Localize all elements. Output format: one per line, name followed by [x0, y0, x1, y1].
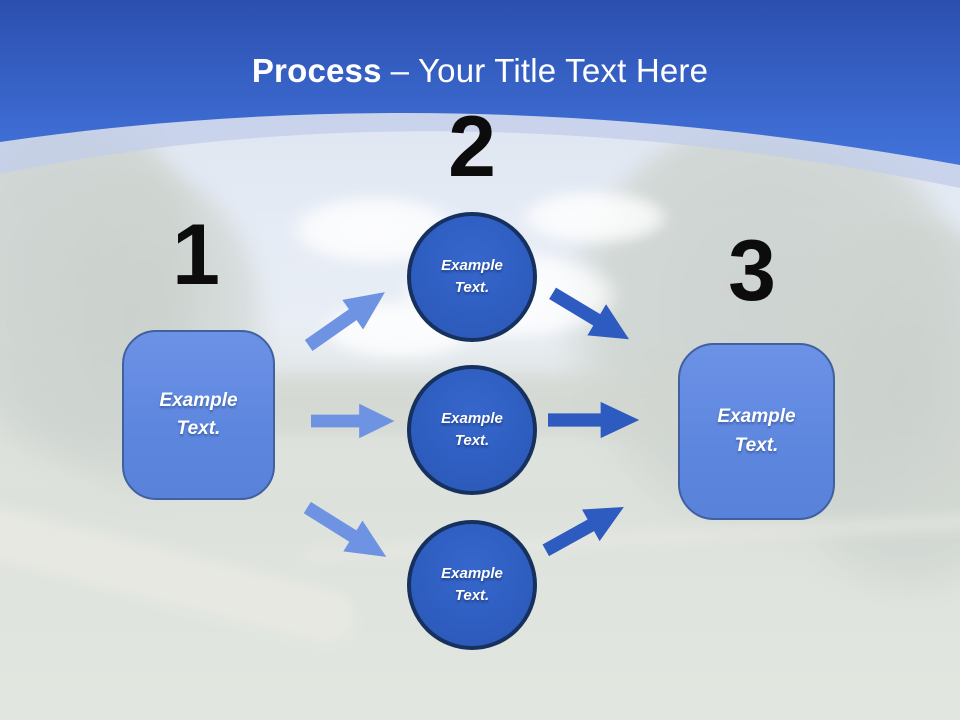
step3-box: Example Text.	[678, 343, 835, 520]
step2-circle-middle-label: Example Text.	[441, 410, 503, 449]
slide-title-keyword: Process	[251, 52, 382, 89]
header-banner	[0, 0, 960, 188]
step-number-1: 1	[172, 207, 220, 303]
header-light-band	[0, 113, 960, 188]
arrow-right-icon	[311, 403, 395, 439]
arrow-down-right-icon	[303, 501, 387, 557]
arrow-up-right-icon	[304, 292, 385, 352]
header-curve	[0, 0, 960, 165]
arrow-down-right-icon	[549, 287, 630, 340]
step-number-3: 3	[728, 223, 776, 319]
step2-circle-middle: Example Text.	[407, 365, 537, 495]
slide-title-subtext: – Your Title Text Here	[390, 52, 709, 89]
arrow-up-right-icon	[542, 507, 624, 557]
step1-box-label: Example Text.	[159, 389, 238, 440]
step2-circle-top-label: Example Text.	[441, 257, 503, 296]
step1-box: Example Text.	[122, 330, 275, 500]
step2-circle-top: Example Text.	[407, 212, 537, 342]
slide-title: Process– Your Title Text Here	[0, 52, 960, 90]
cloud	[520, 190, 670, 245]
step3-box-label: Example Text.	[717, 406, 796, 456]
arrow-right-icon	[548, 401, 640, 439]
step2-circle-bottom-label: Example Text.	[441, 565, 503, 604]
step2-circle-bottom: Example Text.	[407, 520, 537, 650]
step-number-2: 2	[448, 99, 496, 195]
